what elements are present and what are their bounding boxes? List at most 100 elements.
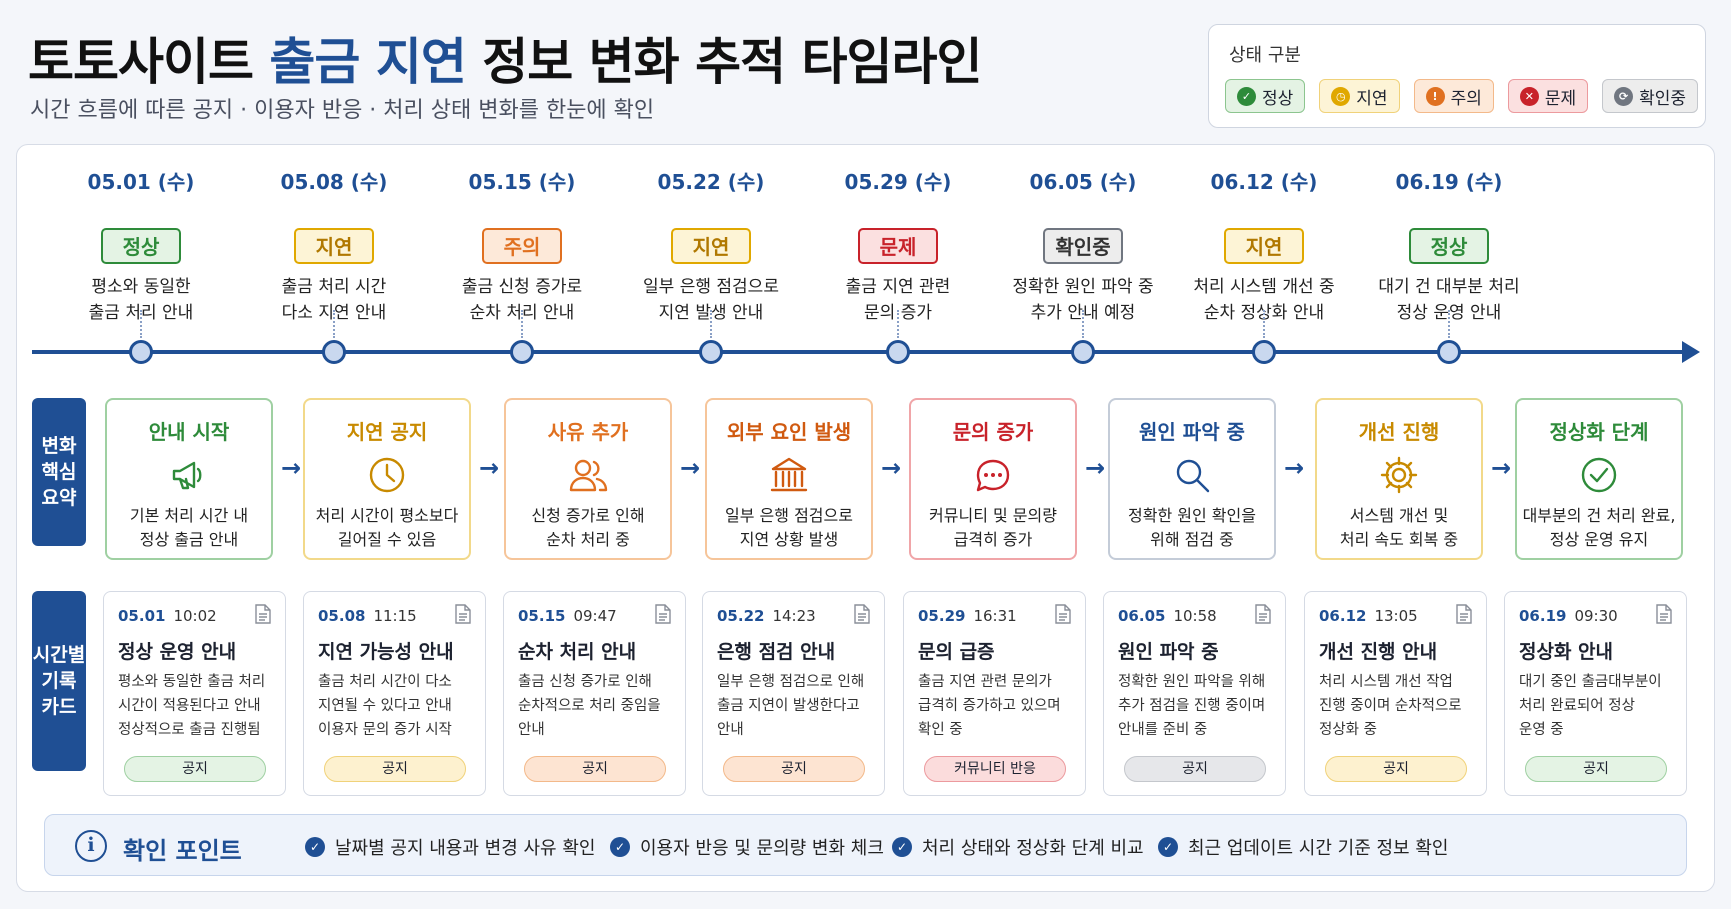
timeline-date: 05.22 (수) [657,170,765,194]
summary-title: 문의 증가 [952,420,1034,444]
timeline-description: 정확한 원인 파악 중 추가 안내 예정 [1012,277,1154,323]
legend-items: ✓정상◷지연!주의✕문제⟳확인중 [1225,79,1699,113]
bank-icon [768,454,810,496]
timeline-date: 06.05 (수) [1029,170,1137,194]
timeline-description: 출금 처리 시간 다소 지연 안내 [281,277,387,323]
summary-description: 처리 시간이 평소보다 길어질 수 있음 [315,506,459,549]
check-circle-icon [1578,454,1620,496]
document-icon [1656,604,1672,624]
warning-circle-icon: ! [1425,86,1445,106]
record-title: 개선 진행 안내 [1319,641,1438,663]
timeline-connector [710,310,712,338]
record-date: 05.08 [318,607,366,625]
clock-icon [366,454,408,496]
row-label-summary: 변화 핵심 요약 [32,398,86,546]
arrow-right-icon: → [281,454,302,482]
chat-icon [972,454,1014,496]
document-icon [455,604,471,624]
checkpoint-item: ✓ 최근 업데이트 시간 기준 정보 확인 [1158,834,1448,860]
record-date: 06.05 [1118,607,1166,625]
record-tag: 공지 [124,756,266,782]
check-circle-icon: ✓ [1237,86,1256,106]
summary-description: 커뮤니티 및 문의량 급격히 증가 [929,506,1057,549]
record-date: 05.15 [518,607,566,625]
timeline-description: 평소와 동일한 출금 처리 안내 [88,277,194,323]
record-time: 09:47 [573,607,617,625]
record-date: 06.12 [1319,607,1367,625]
search-icon [1171,454,1213,496]
record-time: 14:23 [772,607,816,625]
legend-label: 문제 [1544,88,1577,109]
pending-circle-icon: ⟳ [1614,86,1634,106]
checkpoint-text: 이용자 반응 및 문의량 변화 체크 [640,838,884,859]
status-badge: 지연 [671,228,751,264]
arrow-right-icon: → [1491,454,1512,482]
record-description: 평소와 동일한 출금 처리 시간이 적용된다고 안내 정상적으로 출금 진행됨 [118,674,266,738]
summary-title: 안내 시작 [148,420,230,444]
record-tag: 공지 [524,756,666,782]
record-timestamp: 05.15 09:47 [518,607,617,625]
record-tag: 공지 [1124,756,1266,782]
timeline-date: 06.12 (수) [1210,170,1318,194]
check-badge-icon: ✓ [1158,837,1178,857]
timeline-node [1437,340,1461,364]
arrow-right-icon: → [680,454,701,482]
summary-description: 기본 처리 시간 내 정상 출금 안내 [129,506,249,549]
checkpoint-item: ✓날짜별 공지 내용과 변경 사유 확인 [305,834,595,860]
document-icon [854,604,870,624]
checkpoint-item: ✓처리 상태와 정상화 단계 비교 [892,834,1144,860]
users-icon [567,454,609,496]
page-title: 토토사이트 출금 지연 정보 변화 추적 타임라인 [28,22,982,94]
legend-item-1: ◷지연 [1319,79,1400,113]
arrow-right-icon: → [479,454,500,482]
record-time: 10:58 [1173,607,1217,625]
legend-label: 주의 [1450,88,1482,109]
record-date: 05.01 [118,607,166,625]
clock-circle-icon: ◷ [1331,86,1351,106]
timeline-date: 05.08 (수) [280,170,388,194]
status-legend: 상태 구분 ✓정상◷지연!주의✕문제⟳확인중 [1208,24,1706,128]
title-text-end: 정보 변화 추적 타임라인 [465,33,982,91]
timeline-description: 일부 은행 점검으로 지연 발생 안내 [643,277,779,323]
check-badge-icon: ✓ [892,837,912,857]
record-timestamp: 06.12 13:05 [1319,607,1418,625]
document-icon [1055,604,1071,624]
info-icon: i [75,830,107,862]
timeline-node [510,340,534,364]
summary-title: 지연 공지 [346,420,428,444]
record-tag: 공지 [1525,756,1667,782]
checkpoint-text: 최근 업데이트 시간 기준 정보 확인 [1188,838,1449,859]
record-time: 13:05 [1374,607,1418,625]
title-text: 토토사이트 [28,33,270,91]
document-icon [655,604,671,624]
status-badge: 확인중 [1043,228,1123,264]
timeline-node [699,340,723,364]
document-icon [1255,604,1271,624]
summary-title: 사유 추가 [547,420,629,444]
summary-title: 원인 파악 중 [1139,420,1245,444]
timeline-node [129,340,153,364]
